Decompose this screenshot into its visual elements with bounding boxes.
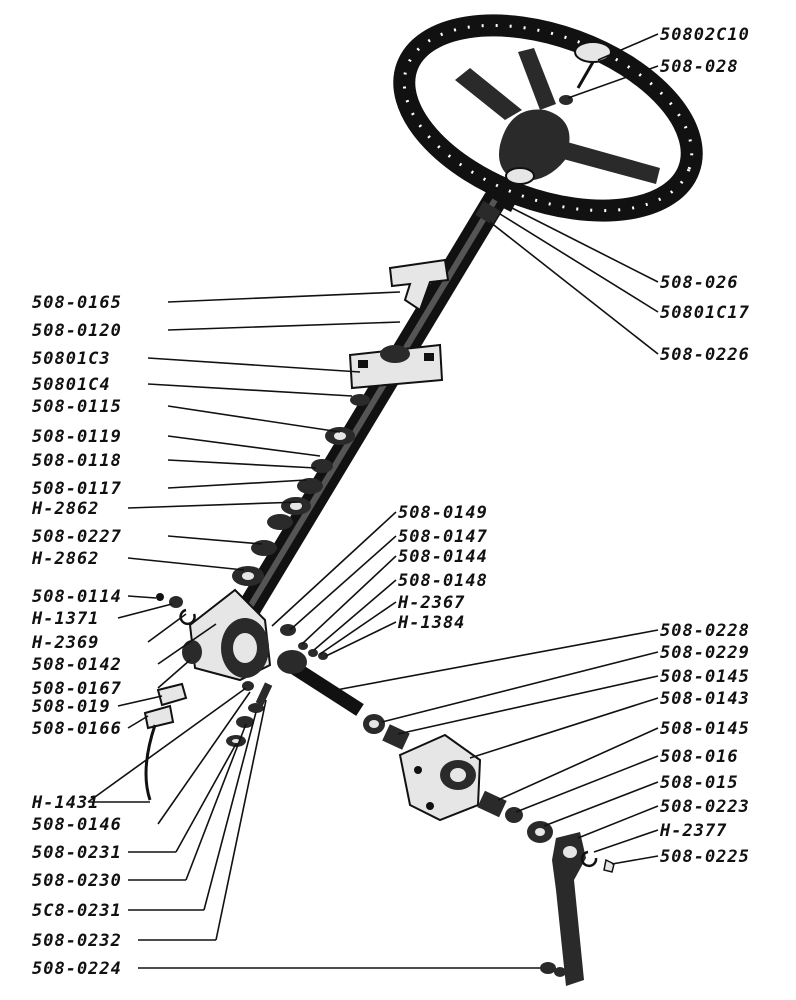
label-508-0144: 508-0144 bbox=[398, 547, 488, 567]
label-508-0115: 508-0115 bbox=[32, 397, 122, 417]
label-50801c4: 50801C4 bbox=[32, 375, 111, 395]
label-508-0227: 508-0227 bbox=[32, 527, 122, 547]
label-508-0147: 508-0147 bbox=[398, 527, 488, 547]
pitman-arm bbox=[540, 832, 615, 986]
label-508-0166: 508-0166 bbox=[32, 719, 122, 739]
label-508-0224: 508-0224 bbox=[32, 959, 122, 979]
label-508-0142: 508-0142 bbox=[32, 655, 122, 675]
part-labels: 50802C10 508-028 508-026 50801C17 508-02… bbox=[31, 25, 750, 979]
label-508-0226: 508-0226 bbox=[660, 345, 750, 365]
label-h-2369: H-2369 bbox=[31, 633, 99, 653]
steering-column bbox=[218, 188, 515, 652]
label-508-0148: 508-0148 bbox=[398, 571, 488, 591]
label-508-0229: 508-0229 bbox=[660, 643, 750, 663]
label-508-0120: 508-0120 bbox=[32, 321, 122, 341]
label-5c8-0231: 5C8-0231 bbox=[32, 901, 122, 921]
label-508-0145-lower: 508-0145 bbox=[660, 719, 750, 739]
label-50801c17: 50801C17 bbox=[660, 303, 750, 323]
label-508-0232: 508-0232 bbox=[32, 931, 122, 951]
horn-button bbox=[574, 41, 612, 89]
label-h-2862-lower: H-2862 bbox=[31, 549, 99, 569]
label-50801c3: 50801C3 bbox=[32, 349, 111, 369]
label-508-016: 508-016 bbox=[660, 747, 739, 767]
label-508-0228: 508-0228 bbox=[660, 621, 750, 641]
label-508-0225: 508-0225 bbox=[660, 847, 750, 867]
leader-lines bbox=[87, 33, 659, 969]
label-508-0230: 508-0230 bbox=[32, 871, 122, 891]
label-508-0165: 508-0165 bbox=[32, 293, 122, 313]
label-h-2862-upper: H-2862 bbox=[31, 499, 99, 519]
label-h-2377: H-2377 bbox=[659, 821, 727, 841]
label-508-0118: 508-0118 bbox=[32, 451, 122, 471]
label-50802c10: 50802C10 bbox=[660, 25, 750, 45]
label-508-0167: 508-0167 bbox=[32, 679, 122, 699]
label-508-028: 508-028 bbox=[660, 57, 739, 77]
steering-wheel bbox=[393, 14, 703, 222]
label-508-019: 508-019 bbox=[32, 697, 111, 717]
column-clamp-bracket bbox=[348, 343, 444, 390]
label-508-0117: 508-0117 bbox=[32, 479, 122, 499]
lower-cover-plates bbox=[143, 682, 188, 801]
label-508-0223: 508-0223 bbox=[660, 797, 750, 817]
label-508-0143: 508-0143 bbox=[660, 689, 750, 709]
label-508-0146: 508-0146 bbox=[32, 815, 122, 835]
label-h-1384: H-1384 bbox=[397, 613, 465, 633]
label-h-1371: H-1371 bbox=[31, 609, 99, 629]
steering-gear-housing bbox=[182, 588, 272, 682]
side-cover-assembly bbox=[363, 714, 553, 843]
label-508-0231: 508-0231 bbox=[32, 843, 122, 863]
column-upper-bracket bbox=[388, 258, 450, 312]
label-508-0145-upper: 508-0145 bbox=[660, 667, 750, 687]
sector-shaft bbox=[277, 650, 364, 716]
label-h-1431: H-1431 bbox=[31, 793, 99, 813]
label-508-0149: 508-0149 bbox=[398, 503, 488, 523]
label-508-026: 508-026 bbox=[660, 273, 739, 293]
label-h-2367: H-2367 bbox=[397, 593, 465, 613]
label-508-015: 508-015 bbox=[660, 773, 739, 793]
label-508-0119: 508-0119 bbox=[32, 427, 122, 447]
label-508-0114: 508-0114 bbox=[32, 587, 122, 607]
